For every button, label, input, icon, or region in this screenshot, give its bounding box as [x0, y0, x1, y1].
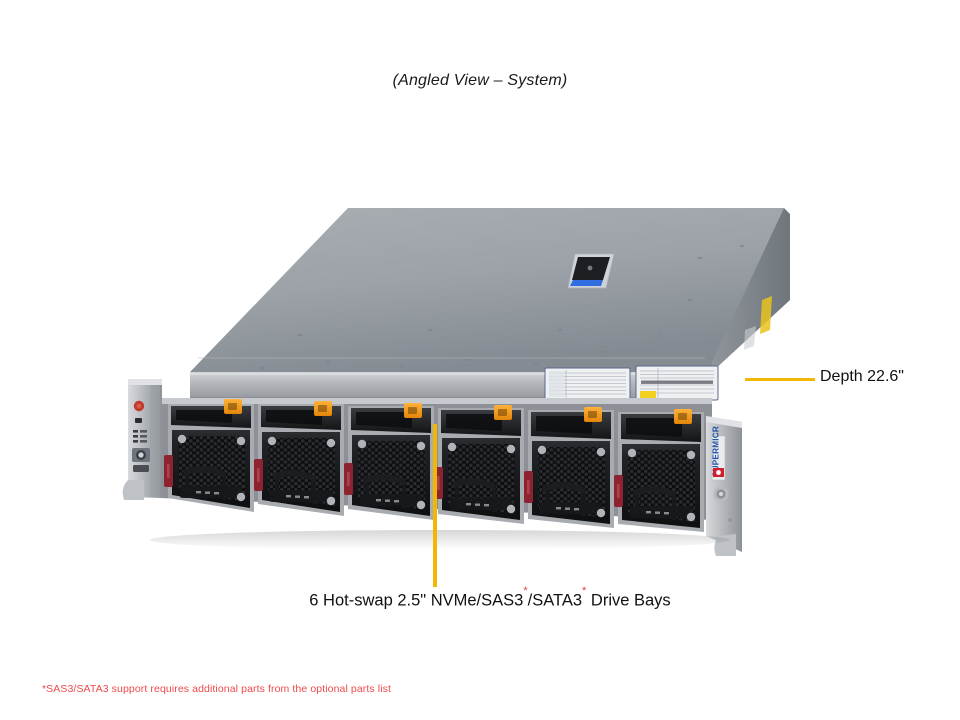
left-rack-ear [122, 379, 162, 500]
drive-bays-leader-line [433, 424, 437, 587]
bay-screw [686, 512, 696, 522]
bay-screw [627, 448, 637, 458]
status-led-cluster [133, 430, 147, 443]
page-title: (Angled View – System) [392, 72, 568, 89]
front-bezel [190, 372, 712, 400]
compliance-label-right [635, 365, 719, 401]
bay-screw [357, 439, 367, 449]
chassis-top-cover [190, 208, 790, 380]
drive-bay-3[interactable] [344, 403, 434, 520]
depth-leader-line [745, 378, 815, 381]
bay-screw [447, 442, 457, 452]
brand-logo: SUPERMICR [712, 426, 726, 481]
drive-bay-1[interactable] [164, 399, 254, 512]
rear-vent-slot [744, 326, 756, 350]
drive-bay-6[interactable] [614, 409, 704, 532]
asterisk-marker-1: * [523, 585, 528, 598]
bay-screw [267, 436, 277, 446]
compliance-label-left [544, 367, 631, 401]
warning-decal [760, 296, 772, 334]
bay-screw [686, 450, 696, 460]
drive-bay-5[interactable] [524, 407, 614, 528]
bay-screw [326, 496, 336, 506]
bay-screw [326, 438, 336, 448]
top-cover-sticker [567, 253, 615, 289]
drive-bay-array [160, 398, 712, 532]
depth-callout-label: Depth 22.6" [820, 368, 904, 385]
ground-shadow [150, 530, 730, 550]
bay-screw [537, 445, 547, 455]
bays-caption-mid: /SATA3 [527, 591, 583, 610]
reset-button[interactable] [135, 418, 142, 423]
bay-screw [596, 447, 606, 457]
drive-bay-2[interactable] [254, 401, 344, 516]
bays-caption-suffix: Drive Bays [586, 591, 671, 610]
drive-bays-callout-label: 6 Hot-swap 2.5" NVMe/SAS3*/SATA3* Drive … [0, 585, 960, 611]
right-rack-ear: SUPERMICR [706, 416, 742, 556]
bay-screw [177, 434, 187, 444]
footnote-text: *SAS3/SATA3 support requires additional … [42, 683, 392, 695]
bay-screw [236, 436, 246, 446]
bay-screw [596, 508, 606, 518]
chassis-right-side [712, 372, 742, 552]
bay-screw [506, 444, 516, 454]
asterisk-marker-2: * [582, 585, 587, 598]
bay-screw [506, 504, 516, 514]
label-highlight [640, 391, 656, 398]
drive-bay-4[interactable] [434, 405, 524, 524]
bay-screw [236, 492, 246, 502]
control-panel[interactable] [132, 400, 150, 472]
brand-text: SUPERMICR [712, 426, 721, 477]
bay-screw [416, 500, 426, 510]
front-io-ports[interactable] [132, 448, 150, 472]
bay-screw [416, 441, 426, 451]
bays-caption-prefix: 6 Hot-swap 2.5" NVMe/SAS3 [309, 591, 524, 610]
